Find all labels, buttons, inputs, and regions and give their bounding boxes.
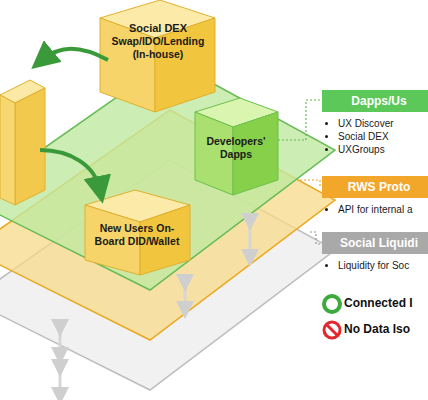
layer-panel: Social LiquidiLiquidity for Soc — [322, 232, 428, 272]
legend-text: No Data Iso — [344, 322, 410, 336]
connected-symbol — [324, 296, 340, 312]
cube-title: Social DEX — [103, 22, 213, 35]
cube-box: New Users On-Board DID/Wallet — [86, 222, 188, 247]
cube-title: Developers' Dapps — [196, 135, 276, 160]
layer-panel: Dapps/Us UX DiscoverSocial DEXUXGroups — [322, 90, 428, 156]
legend-text: Connected I — [344, 296, 413, 310]
cube-title: New Users On-Board DID/Wallet — [86, 222, 188, 247]
panel-header: RWS Proto — [322, 176, 428, 198]
cube-box: Social DEXSwap/IDO/Lending (In-house) — [103, 22, 213, 60]
bullet-list: API for internal a — [322, 203, 428, 216]
flow-arrow — [42, 49, 108, 60]
cube-body: Swap/IDO/Lending (In-house) — [103, 35, 213, 60]
bullet-list: UX DiscoverSocial DEXUXGroups — [322, 117, 428, 156]
no-symbol — [324, 322, 340, 338]
bullet-item: UXGroups — [338, 143, 428, 156]
layer-panel: RWS ProtoAPI for internal a — [322, 176, 428, 216]
bullet-item: UX Discover — [338, 117, 428, 130]
bullet-list: Liquidity for Soc — [322, 259, 428, 272]
bullet-item: Social DEX — [338, 130, 428, 143]
bullet-item: API for internal a — [338, 203, 428, 216]
bullet-item: Liquidity for Soc — [338, 259, 428, 272]
panel-header: Dapps/Us — [322, 90, 428, 112]
flow-arrow — [40, 150, 100, 190]
cube-box: Developers' Dapps — [196, 135, 276, 160]
panel-header: Social Liquidi — [322, 232, 428, 254]
